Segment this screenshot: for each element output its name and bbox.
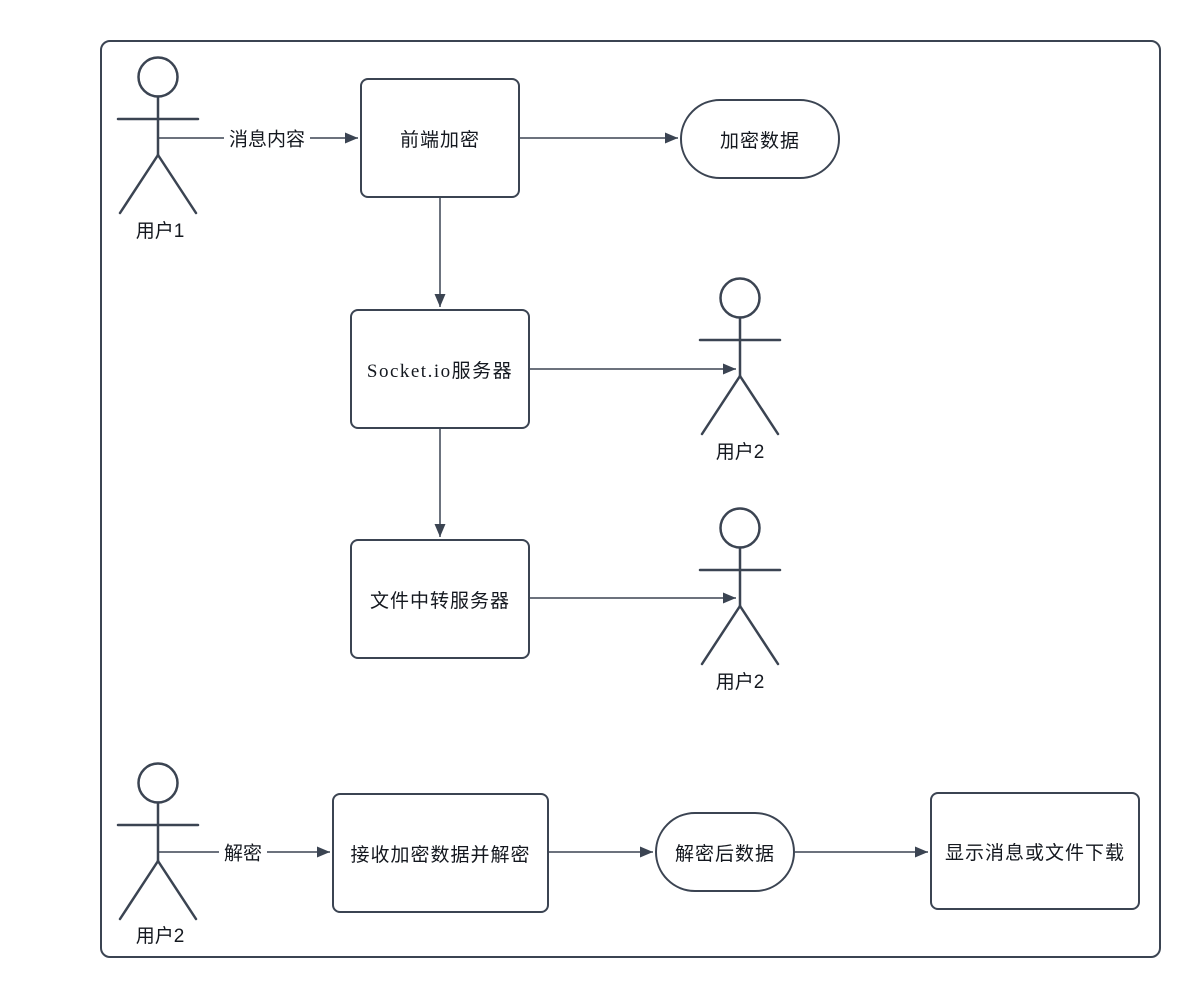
socket-server-box: Socket.io服务器	[350, 309, 530, 429]
actor-label-user2-file: 用户2	[715, 672, 765, 693]
edge-label-message-content: 消息内容	[223, 124, 311, 152]
actor-label-user2-bottom: 用户2	[135, 926, 185, 947]
encrypted-data-terminator: 加密数据	[680, 99, 840, 179]
actor-label-user2-socket: 用户2	[715, 442, 765, 463]
frontend-encrypt-box: 前端加密	[360, 78, 520, 198]
stick-figure-icon	[116, 762, 200, 921]
decrypted-data-terminator: 解密后数据	[655, 812, 795, 892]
receive-and-decrypt-box: 接收加密数据并解密	[332, 793, 549, 913]
display-or-download-box: 显示消息或文件下载	[930, 792, 1140, 910]
stick-figure-icon	[698, 277, 782, 436]
actor-label-user1: 用户1	[135, 221, 185, 242]
edge-label-decrypt: 解密	[218, 838, 268, 866]
stick-figure-icon	[698, 507, 782, 666]
file-relay-server-box: 文件中转服务器	[350, 539, 530, 659]
stick-figure-icon	[116, 56, 200, 215]
diagram-outer-border	[100, 40, 1161, 958]
